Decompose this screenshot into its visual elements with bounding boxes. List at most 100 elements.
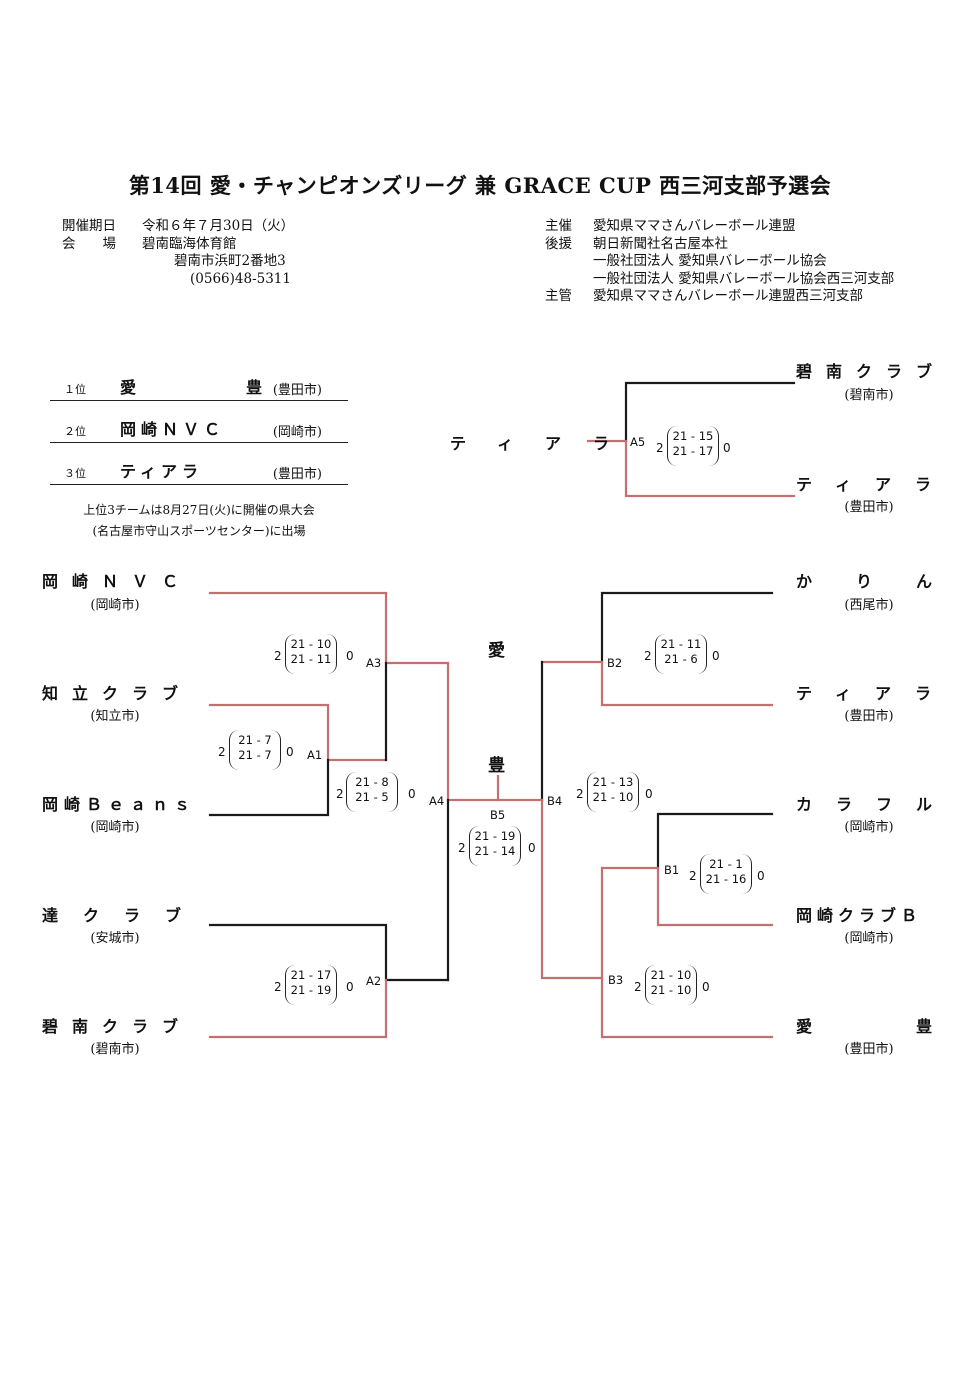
- date-label: 開催期日: [62, 218, 116, 234]
- third-place-team-top: 碧南クラブ: [796, 362, 947, 381]
- sets-lost-b2: 0: [712, 649, 720, 663]
- bracket-line-b3-b4: [540, 798, 604, 980]
- support-value-1: 朝日新聞社名古屋本社: [593, 235, 728, 252]
- set-score: 21 - 16: [705, 872, 747, 886]
- set-score: 21 - 14: [474, 844, 516, 858]
- bracket-line-a3-a4: [446, 661, 500, 802]
- rank-row-1: １位 愛 豊 (豊田市): [50, 360, 348, 401]
- set-score: 21 - 7: [238, 733, 272, 747]
- third-place-winner: ティアラ: [450, 434, 642, 453]
- sets-won-b3: 2: [634, 980, 642, 994]
- rank-team-city: (豊田市): [272, 383, 322, 398]
- rank-team-name: 愛 豊: [120, 378, 268, 397]
- third-place-team-bottom-city: (豊田市): [844, 500, 894, 515]
- bracket-line-tatsu: [208, 923, 450, 982]
- team-city-left-3: (岡崎市): [90, 820, 140, 835]
- bracket-line-b4-final: [496, 774, 544, 802]
- set-score: 21 - 19: [474, 829, 516, 843]
- set-score: 21 - 6: [664, 652, 698, 666]
- team-city-left-4: (安城市): [90, 931, 140, 946]
- match-code-b3: B3: [608, 973, 624, 987]
- rank-row-3: ３位 ティアラ (豊田市): [50, 444, 348, 485]
- score-box-b2: 21 - 11 21 - 6: [655, 634, 707, 674]
- venue-address: 碧南市浜町2番地3: [174, 253, 286, 269]
- score-box-b5: 21 - 19 21 - 14: [469, 826, 521, 866]
- bracket-line-okazaki-b: [600, 866, 774, 927]
- bracket-line-chiryu: [208, 703, 388, 762]
- qualification-note: 上位3チームは8月27日(火)に開催の県大会 (名古屋市守山スポーツセンター)に…: [50, 500, 348, 542]
- event-info-right: 主催愛知県ママさんバレーボール連盟 後援朝日新聞社名古屋本社 一般社団法人 愛知…: [545, 218, 894, 306]
- score-box-b1: 21 - 1 21 - 16: [700, 854, 752, 894]
- set-score: 21 - 8: [355, 775, 389, 789]
- team-name-right-1: かりん: [796, 572, 960, 591]
- score-box-a4: 21 - 8 21 - 5: [346, 772, 398, 812]
- note-line: 上位3チームは8月27日(火)に開催の県大会: [83, 503, 315, 517]
- rank-team-city: (岡崎市): [272, 425, 322, 440]
- bracket-line-3rd-bottom: [586, 439, 796, 498]
- sets-won-a2: 2: [274, 980, 282, 994]
- match-code-a4: A4: [429, 794, 445, 808]
- sets-won-a5: 2: [656, 441, 664, 455]
- sets-won-b4: 2: [576, 787, 584, 801]
- rank-team-name: ティアラ: [120, 462, 204, 481]
- bracket-line-colorful: [656, 812, 774, 870]
- team-name-left-2: 知立クラブ: [42, 684, 193, 703]
- sets-lost-b3: 0: [702, 980, 710, 994]
- set-score: 21 - 19: [290, 983, 332, 997]
- champion-char-1: 愛: [488, 641, 505, 661]
- match-code-b4: B4: [547, 794, 563, 808]
- third-place-team-top-city: (碧南市): [844, 388, 894, 403]
- rank-row-2: ２位 岡崎ＮＶＣ (岡崎市): [50, 402, 348, 443]
- bracket-line-tiara: [540, 660, 774, 707]
- bracket-line-karin: [600, 591, 774, 664]
- rank-position: ２位: [64, 425, 86, 438]
- team-city-left-1: (岡崎市): [90, 598, 140, 613]
- match-code-a1: A1: [307, 748, 323, 762]
- match-code-a5: A5: [630, 435, 646, 449]
- match-code-a3: A3: [366, 656, 382, 670]
- sets-lost-a4: 0: [408, 787, 416, 801]
- sets-won-b1: 2: [689, 869, 697, 883]
- team-name-left-5: 碧南クラブ: [42, 1017, 193, 1036]
- team-name-left-4: 達クラブ: [42, 906, 207, 925]
- rank-team-name: 岡崎ＮＶＣ: [120, 420, 226, 439]
- set-score: 21 - 11: [660, 637, 702, 651]
- bracket-line-beans: [208, 758, 330, 817]
- sets-won-a3: 2: [274, 649, 282, 663]
- champion-char-2: 豊: [488, 756, 505, 776]
- set-score: 21 - 11: [290, 652, 332, 666]
- team-city-right-4: (岡崎市): [844, 931, 894, 946]
- support-value-2: 一般社団法人 愛知県バレーボール協会: [593, 253, 827, 269]
- score-box-a5: 21 - 15 21 - 17: [667, 426, 719, 466]
- rank-position: ３位: [64, 467, 86, 480]
- team-name-left-1: 岡崎ＮＶＣ: [42, 572, 193, 591]
- event-info-left: 開催期日令和６年７月30日（火） 会 場碧南臨海体育館 碧南市浜町2番地3 (0…: [62, 218, 294, 288]
- set-score: 21 - 10: [592, 790, 634, 804]
- sets-lost-a5: 0: [723, 441, 731, 455]
- sets-lost-a1: 0: [286, 745, 294, 759]
- team-name-right-3: カラフル: [796, 795, 957, 814]
- page-title: 第14回 愛・チャンピオンズリーグ 兼 GRACE CUP 西三河支部予選会: [128, 173, 832, 198]
- match-code-b2: B2: [607, 656, 623, 670]
- match-code-b5: B5: [490, 808, 506, 822]
- score-box-a3: 21 - 10 21 - 11: [285, 634, 337, 674]
- date-value: 令和６年７月30日（火）: [142, 218, 295, 234]
- bracket-line-hekinan: [208, 978, 388, 1039]
- team-city-right-3: (岡崎市): [844, 820, 894, 835]
- score-box-b3: 21 - 10 21 - 10: [645, 965, 697, 1005]
- match-code-a2: A2: [366, 974, 382, 988]
- bracket-line-3rd-top: [624, 381, 796, 443]
- sets-won-a1: 2: [218, 745, 226, 759]
- sets-won-b2: 2: [644, 649, 652, 663]
- organizer-value: 愛知県ママさんバレーボール連盟西三河支部: [593, 288, 863, 304]
- sets-lost-b5: 0: [528, 841, 536, 855]
- team-name-right-2: ティアラ: [796, 684, 956, 703]
- venue-label: 会 場: [62, 235, 116, 252]
- sets-won-a4: 2: [336, 787, 344, 801]
- sets-lost-b1: 0: [757, 869, 765, 883]
- score-box-b4: 21 - 13 21 - 10: [587, 772, 639, 812]
- team-city-right-5: (豊田市): [844, 1042, 894, 1057]
- rank-team-city: (豊田市): [272, 467, 322, 482]
- organizer-label: 主管: [545, 288, 572, 304]
